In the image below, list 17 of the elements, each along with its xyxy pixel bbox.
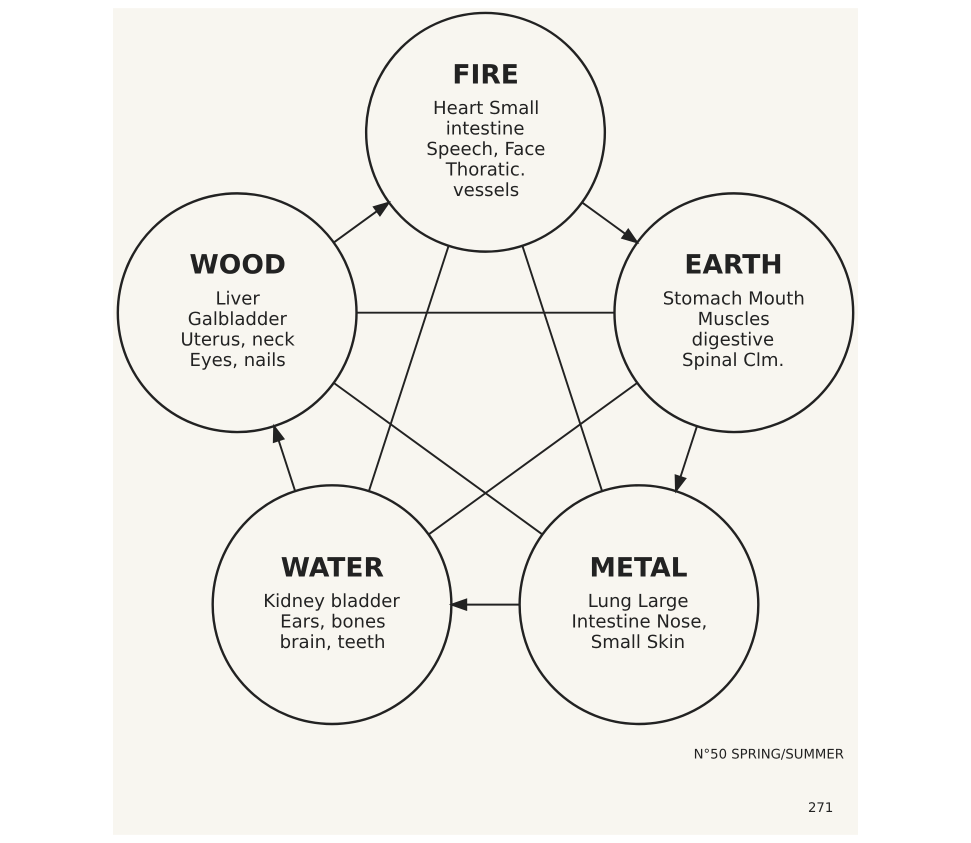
arrow: [582, 202, 640, 244]
connector: [428, 382, 638, 536]
connector: [368, 246, 450, 492]
node-circle: WOOD Liver Galbladder Uterus, neck Eyes, nails: [116, 192, 358, 434]
node-circle: WATER Kidney bladder Ears, bones brain, teeth: [211, 484, 453, 726]
node-circle: EARTH Stomach Mouth Muscles digestive Spinal Clm.: [613, 192, 854, 434]
label: N°50 SPRING/SUMMER: [694, 748, 844, 763]
label: 271: [808, 800, 834, 816]
connector: [333, 382, 543, 536]
connector: [522, 246, 603, 492]
arrow: [272, 424, 296, 492]
node-circle: METAL Lung Large Intestine Nose, Small Skin: [518, 484, 760, 726]
arrow: [448, 598, 520, 612]
connector: [356, 312, 614, 314]
node-circle: FIRE Heart Small intestine Speech, Face Thoratic. vessels: [364, 12, 606, 253]
arrow: [674, 426, 698, 494]
arrow: [333, 200, 391, 244]
